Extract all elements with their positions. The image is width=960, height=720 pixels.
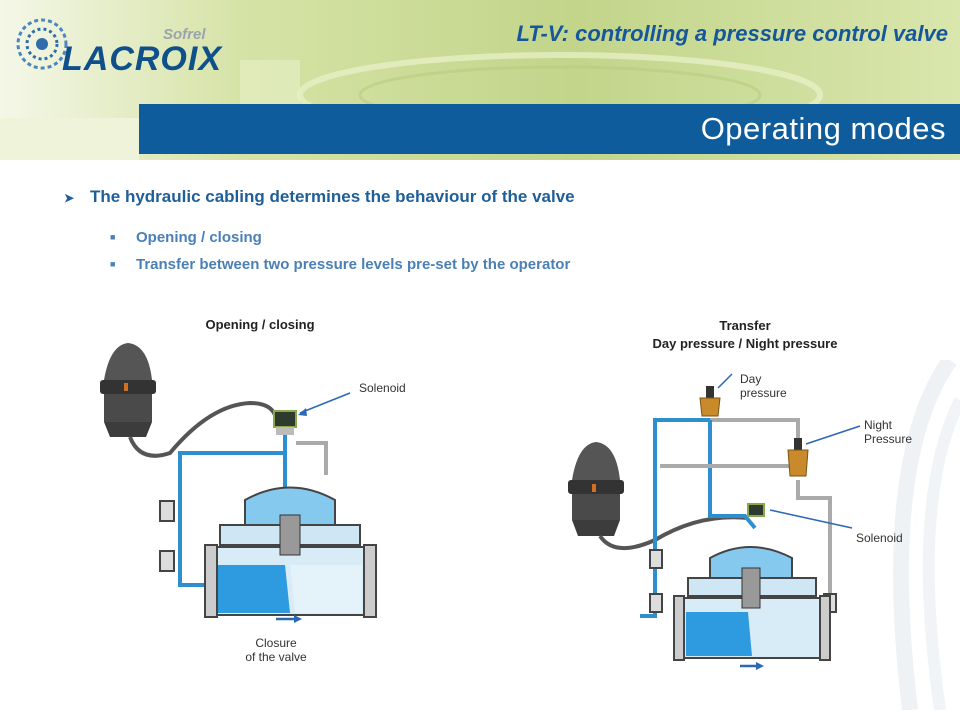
day-pilot-icon xyxy=(699,386,721,417)
night-pilot-icon xyxy=(787,438,809,477)
left-valve-diagram xyxy=(100,343,377,623)
left-label-solenoid: Solenoid xyxy=(359,381,406,395)
sub-bullet-1-text: Opening / closing xyxy=(136,229,262,246)
right-caption-line2: Day pressure / Night pressure xyxy=(652,336,838,351)
right-label-night-pressure: Night Pressure xyxy=(864,418,913,446)
slide-subtitle: LT-V: controlling a pressure control val… xyxy=(516,21,948,46)
arrow-bullet-icon: ➤ xyxy=(64,191,75,205)
sub-bullet-2: ■ Transfer between two pressure levels pr… xyxy=(110,256,570,273)
left-diagram-caption: Opening / closing xyxy=(205,317,315,332)
logo-swirl-icon xyxy=(16,18,68,70)
right-valve-diagram xyxy=(568,373,861,670)
decorative-swirl xyxy=(893,360,960,710)
controller-device-icon xyxy=(100,343,156,437)
valve-body-icon xyxy=(673,546,831,661)
sub-bullet-2-text: Transfer between two pressure levels pre… xyxy=(136,256,571,273)
right-label-solenoid: Solenoid xyxy=(856,531,903,545)
left-label-closure: Closure of the valve xyxy=(245,636,307,664)
valve-body-icon xyxy=(204,486,377,618)
controller-device-icon xyxy=(568,442,624,536)
right-caption-line1: Transfer xyxy=(719,318,771,333)
bullet-main: ➤ The hydraulic cabling determines the be… xyxy=(64,187,575,207)
logo-main-text: LACROIX xyxy=(62,40,222,78)
bullet-main-text: The hydraulic cabling determines the beh… xyxy=(90,187,575,206)
right-label-day-pressure: Day pressure xyxy=(740,372,787,400)
logo-sub-text: Sofrel xyxy=(163,26,206,43)
sub-bullet-1: ■ Opening / closing xyxy=(110,229,262,246)
title-bar: Operating modes xyxy=(139,104,960,154)
slide-title: Operating modes xyxy=(700,111,946,146)
right-diagram-caption: Transfer Day pressure / Night pressure xyxy=(600,317,890,353)
solenoid-icon xyxy=(273,410,297,435)
square-bullet-icon: ■ xyxy=(110,232,116,242)
slide-header: Sofrel LACROIX LT-V: controlling a press… xyxy=(0,0,960,160)
solenoid-icon xyxy=(747,503,765,517)
square-bullet-icon: ■ xyxy=(110,259,116,269)
